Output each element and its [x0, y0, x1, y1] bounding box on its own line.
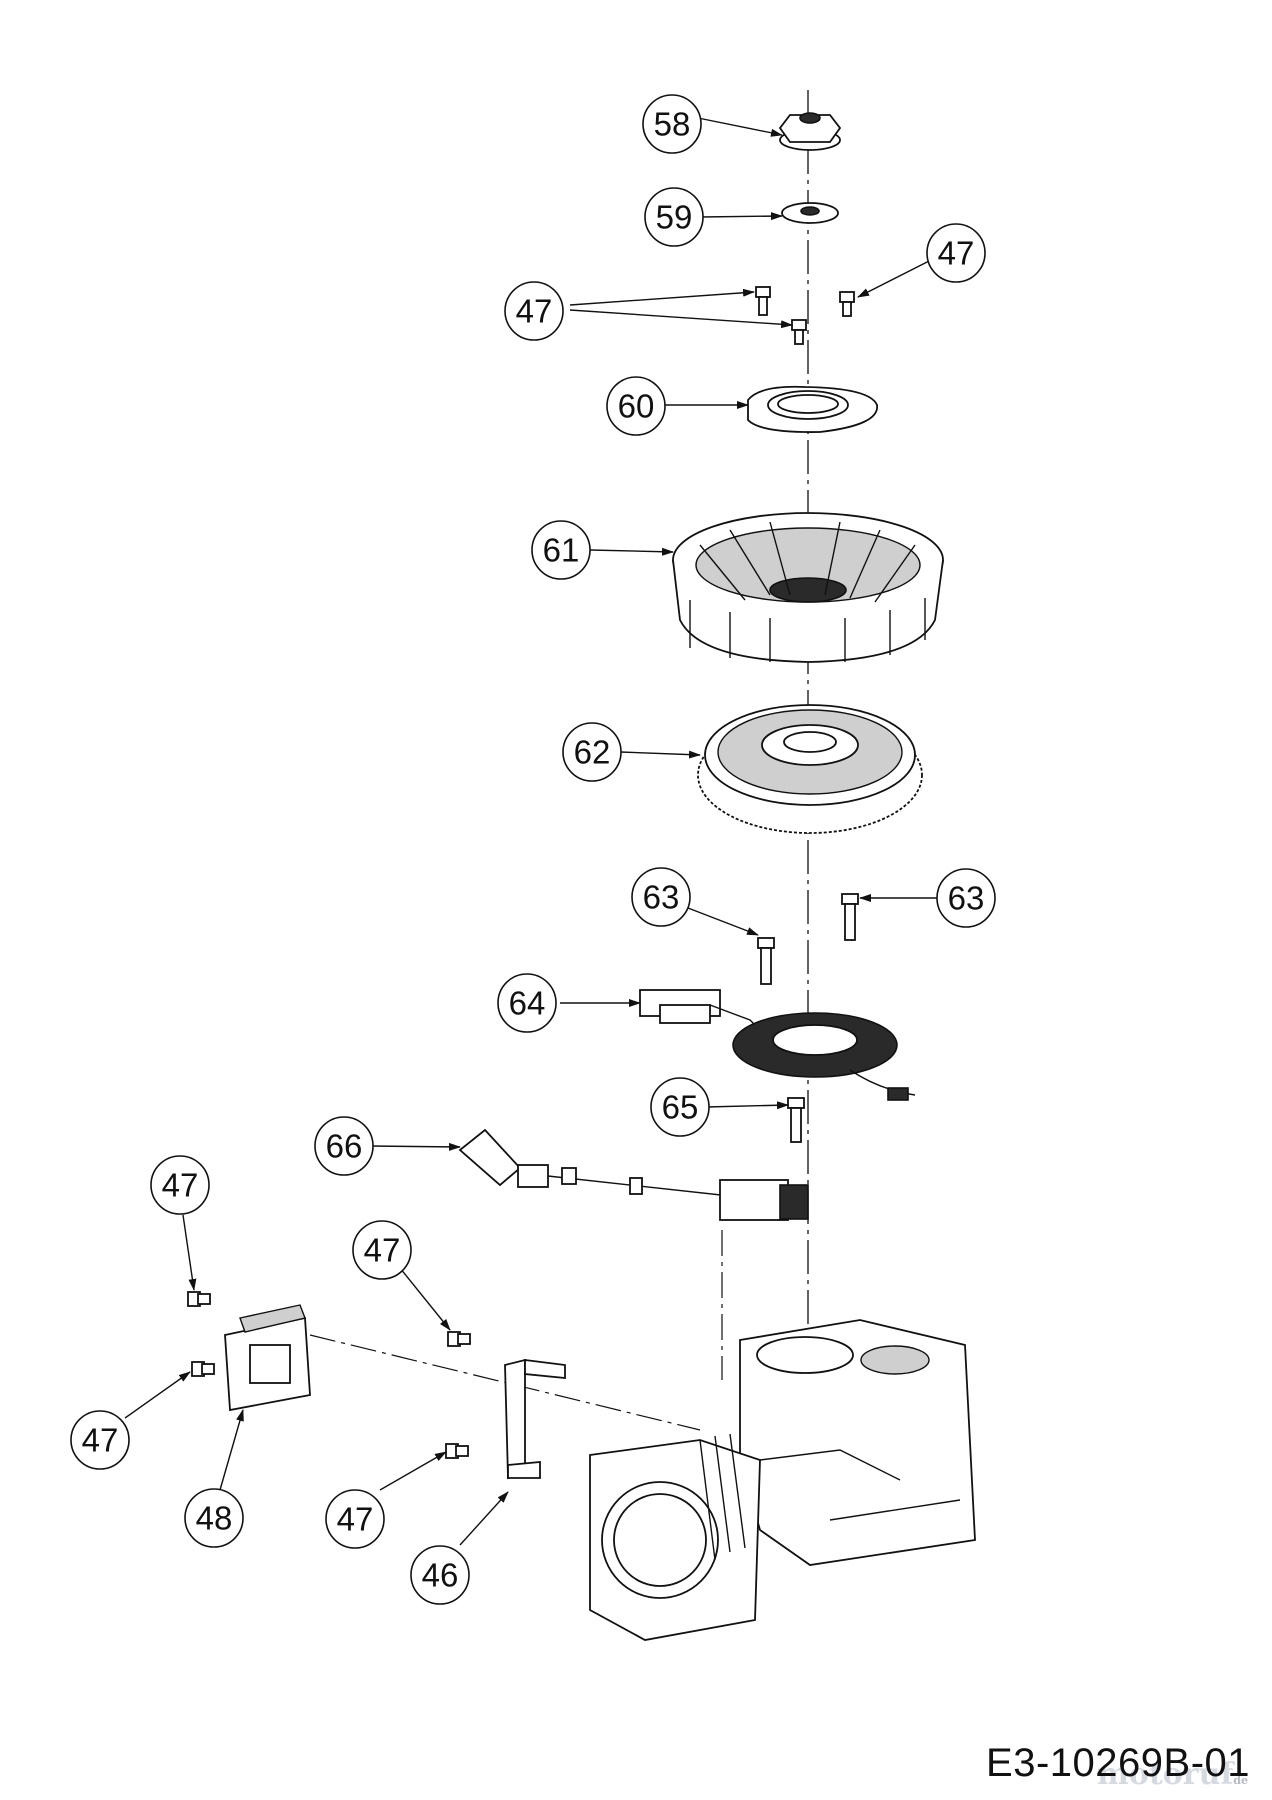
- callout-63-right: 63: [936, 868, 996, 928]
- svg-text:47: 47: [337, 1501, 374, 1538]
- svg-text:61: 61: [543, 532, 580, 569]
- callout-47-far-left-bottom: 47: [70, 1410, 130, 1470]
- callout-59: 59: [644, 187, 704, 247]
- watermark-logo: motorufde: [1097, 1757, 1248, 1792]
- svg-text:47: 47: [82, 1422, 119, 1459]
- svg-text:60: 60: [618, 388, 655, 425]
- part-60-mounting-plate: [747, 385, 878, 433]
- part-61-cooling-fan: [672, 512, 944, 663]
- part-58-flange-nut: [778, 112, 842, 151]
- part-59-washer: [781, 202, 839, 224]
- engine-crankcase: [589, 1319, 976, 1641]
- part-64-stator-coil: [639, 989, 916, 1101]
- part-66-ignition-coil: [458, 1128, 809, 1221]
- callout-48: 48: [184, 1488, 244, 1548]
- callout-47-mid: 47: [352, 1220, 412, 1280]
- svg-text:58: 58: [654, 106, 691, 143]
- callout-47-lower: 47: [325, 1489, 385, 1549]
- callout-66: 66: [314, 1116, 374, 1176]
- callout-63-left: 63: [631, 867, 691, 927]
- svg-text:48: 48: [196, 1500, 233, 1537]
- svg-text:47: 47: [516, 293, 553, 330]
- callout-58: 58: [642, 94, 702, 154]
- svg-text:66: 66: [326, 1128, 363, 1165]
- svg-text:65: 65: [662, 1089, 699, 1126]
- part-47-bolts-side: [187, 1291, 471, 1459]
- callout-46: 46: [410, 1545, 470, 1605]
- part-65-bolt: [787, 1097, 805, 1143]
- callout-47-top-left: 47: [504, 281, 564, 341]
- drawing-code-label: E3-10269B-01: [986, 1741, 1250, 1785]
- part-46-bracket: [504, 1358, 566, 1480]
- svg-text:64: 64: [509, 985, 546, 1022]
- svg-text:47: 47: [364, 1232, 401, 1269]
- callout-61: 61: [531, 520, 591, 580]
- callout-62: 62: [562, 722, 622, 782]
- part-62-flywheel: [697, 704, 923, 834]
- svg-text:62: 62: [574, 734, 611, 771]
- part-48-voltage-regulator: [224, 1304, 311, 1412]
- svg-text:63: 63: [643, 879, 680, 916]
- callout-65: 65: [650, 1077, 710, 1137]
- callout-64: 64: [497, 973, 557, 1033]
- callout-60: 60: [606, 376, 666, 436]
- svg-text:63: 63: [948, 880, 985, 917]
- part-47-bolts-top: [755, 286, 855, 345]
- svg-text:46: 46: [422, 1557, 459, 1594]
- part-63-bolts: [757, 893, 859, 985]
- leader-lines: [124, 117, 937, 1546]
- svg-text:47: 47: [162, 1167, 199, 1204]
- callout-47-far-left-top: 47: [150, 1155, 210, 1215]
- callout-47-top-right: 47: [926, 223, 986, 283]
- svg-text:59: 59: [656, 199, 693, 236]
- svg-text:47: 47: [938, 235, 975, 272]
